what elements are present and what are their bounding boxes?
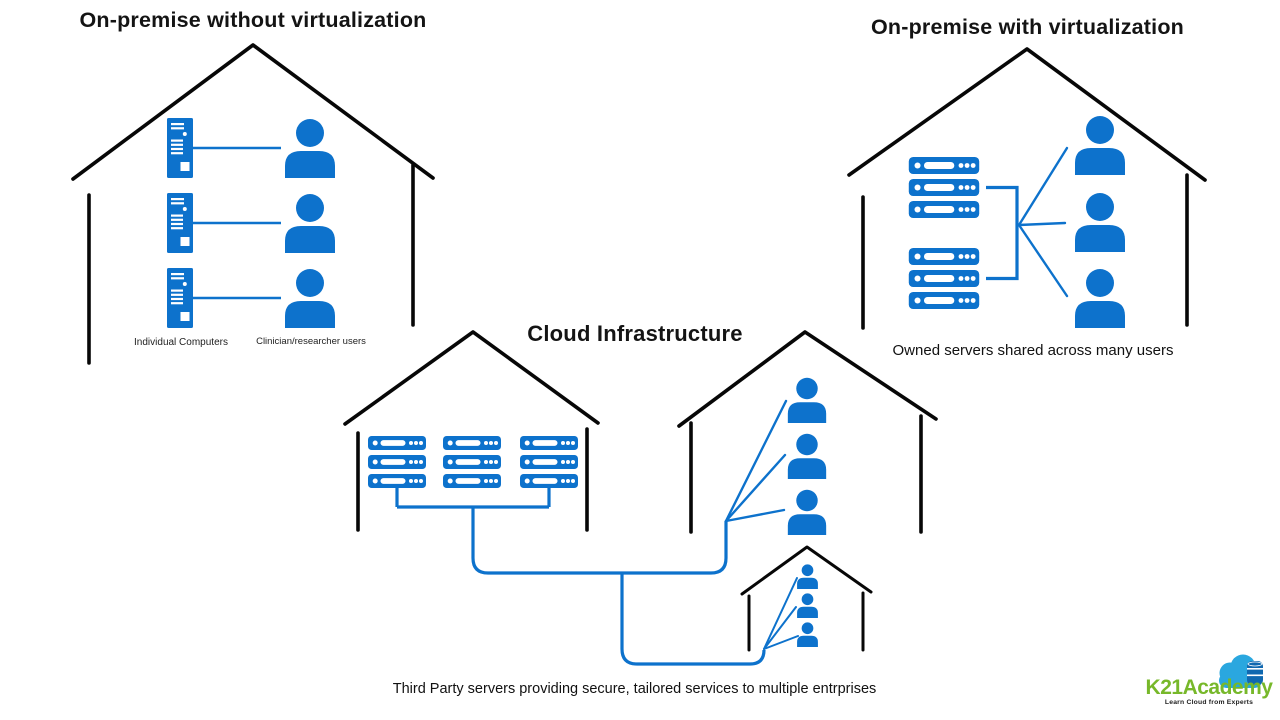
user-icon bbox=[787, 489, 827, 535]
house-roof-icon bbox=[740, 545, 873, 596]
cloud-user-fan-line bbox=[724, 453, 787, 523]
house-cloud-servers bbox=[343, 330, 600, 532]
user-icon bbox=[787, 433, 827, 479]
label-clinician-researcher-users: Clinician/researcher users bbox=[256, 336, 366, 347]
k21-logo-brand-text: K21Academy bbox=[1145, 676, 1273, 699]
cloud-user-fan-line bbox=[763, 606, 797, 650]
rack-server-icon bbox=[908, 201, 980, 218]
tower-pc-icon bbox=[167, 193, 193, 253]
server-user-fan-line bbox=[1017, 223, 1069, 298]
user-icon bbox=[787, 377, 827, 423]
house-enterprise-users bbox=[677, 330, 938, 535]
rack-server-icon bbox=[520, 455, 578, 469]
cloud-backbone-line bbox=[471, 507, 728, 575]
server-user-fan-line bbox=[1017, 146, 1069, 227]
rack-server-icon bbox=[443, 436, 501, 450]
user-icon bbox=[285, 194, 335, 253]
rack-server-icon bbox=[368, 474, 426, 488]
house-roof-icon bbox=[71, 43, 435, 181]
user-icon bbox=[797, 622, 818, 647]
rack-server-icon bbox=[908, 157, 980, 174]
rack-server-icon bbox=[908, 248, 980, 265]
label-individual-computers: Individual Computers bbox=[134, 337, 228, 348]
rack-server-icon bbox=[443, 455, 501, 469]
rack-server-icon bbox=[908, 179, 980, 196]
user-icon bbox=[1075, 116, 1125, 175]
title-on-premise-with-virtualization: On-premise with virtualization bbox=[870, 15, 1184, 39]
rack-server-icon bbox=[908, 270, 980, 287]
rack-server-icon bbox=[443, 474, 501, 488]
rack-server-icon bbox=[520, 474, 578, 488]
title-cloud-infrastructure: Cloud Infrastructure bbox=[527, 321, 743, 346]
cloud-user-fan-line bbox=[724, 508, 786, 523]
user-icon bbox=[1075, 269, 1125, 328]
house-on-premise-without-virtualization bbox=[71, 43, 435, 365]
user-icon bbox=[1075, 193, 1125, 252]
rack-server-icon bbox=[368, 455, 426, 469]
cloud-user-fan-line bbox=[763, 577, 798, 650]
server-bracket-line bbox=[395, 488, 551, 509]
database-icon bbox=[1247, 661, 1263, 685]
house-roof-icon bbox=[847, 47, 1207, 182]
user-icon bbox=[797, 564, 818, 589]
cloud-network-connectors bbox=[471, 507, 766, 666]
house-roof-icon bbox=[343, 330, 600, 426]
rack-server-icon bbox=[368, 436, 426, 450]
user-icon bbox=[285, 269, 335, 328]
tower-pc-icon bbox=[167, 268, 193, 328]
rack-server-icon bbox=[520, 436, 578, 450]
k21-logo-tagline: Learn Cloud from Experts bbox=[1164, 699, 1254, 706]
server-user-fan-line bbox=[1017, 221, 1067, 227]
k21-logo-graphic bbox=[1219, 654, 1263, 688]
user-icon bbox=[285, 119, 335, 178]
cloud-user-fan-line bbox=[763, 635, 799, 650]
cloud-user-fan-line bbox=[724, 399, 788, 523]
tower-pc-icon bbox=[167, 118, 193, 178]
caption-owned-servers: Owned servers shared across many users bbox=[892, 342, 1174, 359]
caption-third-party-servers: Third Party servers providing secure, ta… bbox=[392, 681, 877, 697]
house-small-enterprise-users bbox=[740, 545, 873, 652]
server-bracket-line bbox=[986, 185, 1019, 281]
user-icon bbox=[797, 593, 818, 618]
cloud-branch-line bbox=[620, 573, 766, 666]
house-roof-icon bbox=[677, 330, 938, 428]
title-on-premise-without-virtualization: On-premise without virtualization bbox=[79, 8, 427, 32]
house-on-premise-with-virtualization bbox=[847, 47, 1207, 330]
rack-server-icon bbox=[908, 292, 980, 309]
